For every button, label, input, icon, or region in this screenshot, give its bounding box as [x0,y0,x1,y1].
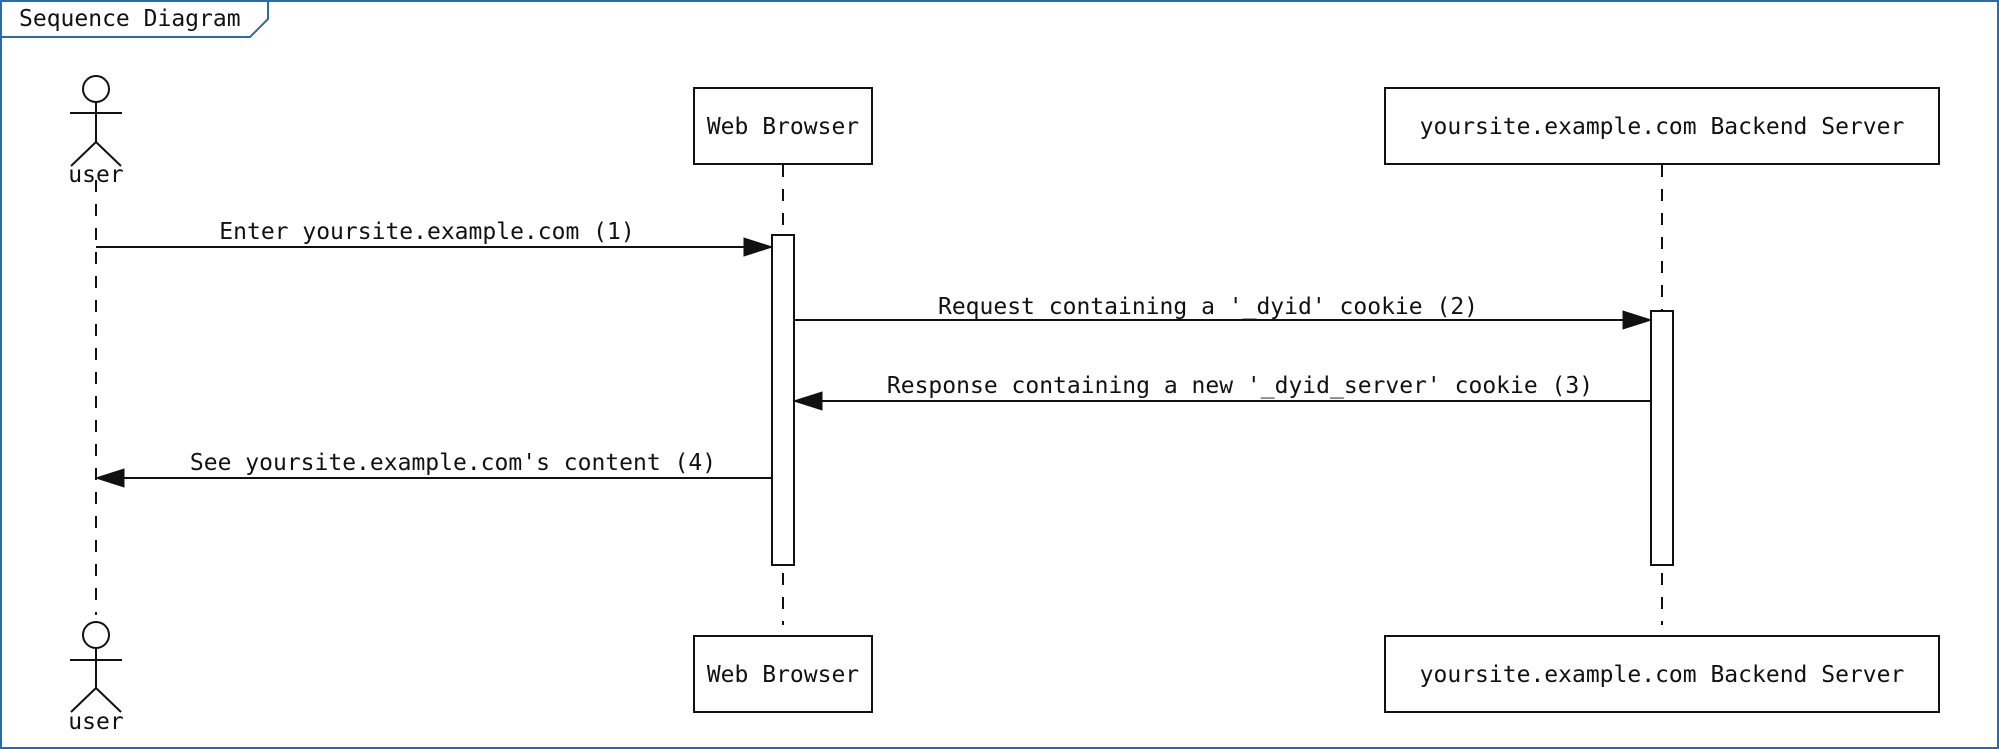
browser-box-top [693,87,873,165]
server-label-bottom: yoursite.example.com Backend Server [1420,662,1905,688]
server-participant-top: yoursite.example.com Backend Server [1384,87,1940,165]
browser-activation [771,234,795,566]
user-actor-icon [70,621,122,713]
browser-participant-top: Web Browser [693,87,873,165]
server-label-top: yoursite.example.com Backend Server [1420,114,1905,140]
user-actor-bottom: user [68,621,124,735]
frame-title-tab [0,0,269,38]
server-box-top [1384,87,1940,165]
message-3-arrowhead [792,391,823,411]
message-4: See yoursite.example.com's content (4) [94,450,772,488]
user-actor-top: user [68,75,124,188]
message-1-label: Enter yoursite.example.com (1) [219,219,634,245]
message-2-arrowhead [1622,310,1653,330]
browser-label-top: Web Browser [707,114,859,140]
browser-box-bottom [693,635,873,713]
server-box-bottom [1384,635,1940,713]
user-actor-icon [70,75,122,167]
browser-participant-bottom: Web Browser [693,635,873,713]
message-1: Enter yoursite.example.com (1) [96,219,774,257]
user-label-top: user [68,162,123,188]
message-3-label: Response containing a new '_dyid_server'… [887,373,1593,399]
message-3: Response containing a new '_dyid_server'… [792,373,1651,411]
message-2-label: Request containing a '_dyid' cookie (2) [938,294,1478,320]
message-4-arrowhead [94,468,125,488]
message-2: Request containing a '_dyid' cookie (2) [794,294,1653,330]
frame-title: Sequence Diagram [19,6,241,32]
message-1-arrowhead [743,237,774,257]
server-participant-bottom: yoursite.example.com Backend Server [1384,635,1940,713]
server-activation [1650,310,1674,566]
browser-label-bottom: Web Browser [707,662,859,688]
message-4-label: See yoursite.example.com's content (4) [190,450,716,476]
user-label-bottom: user [68,709,123,735]
